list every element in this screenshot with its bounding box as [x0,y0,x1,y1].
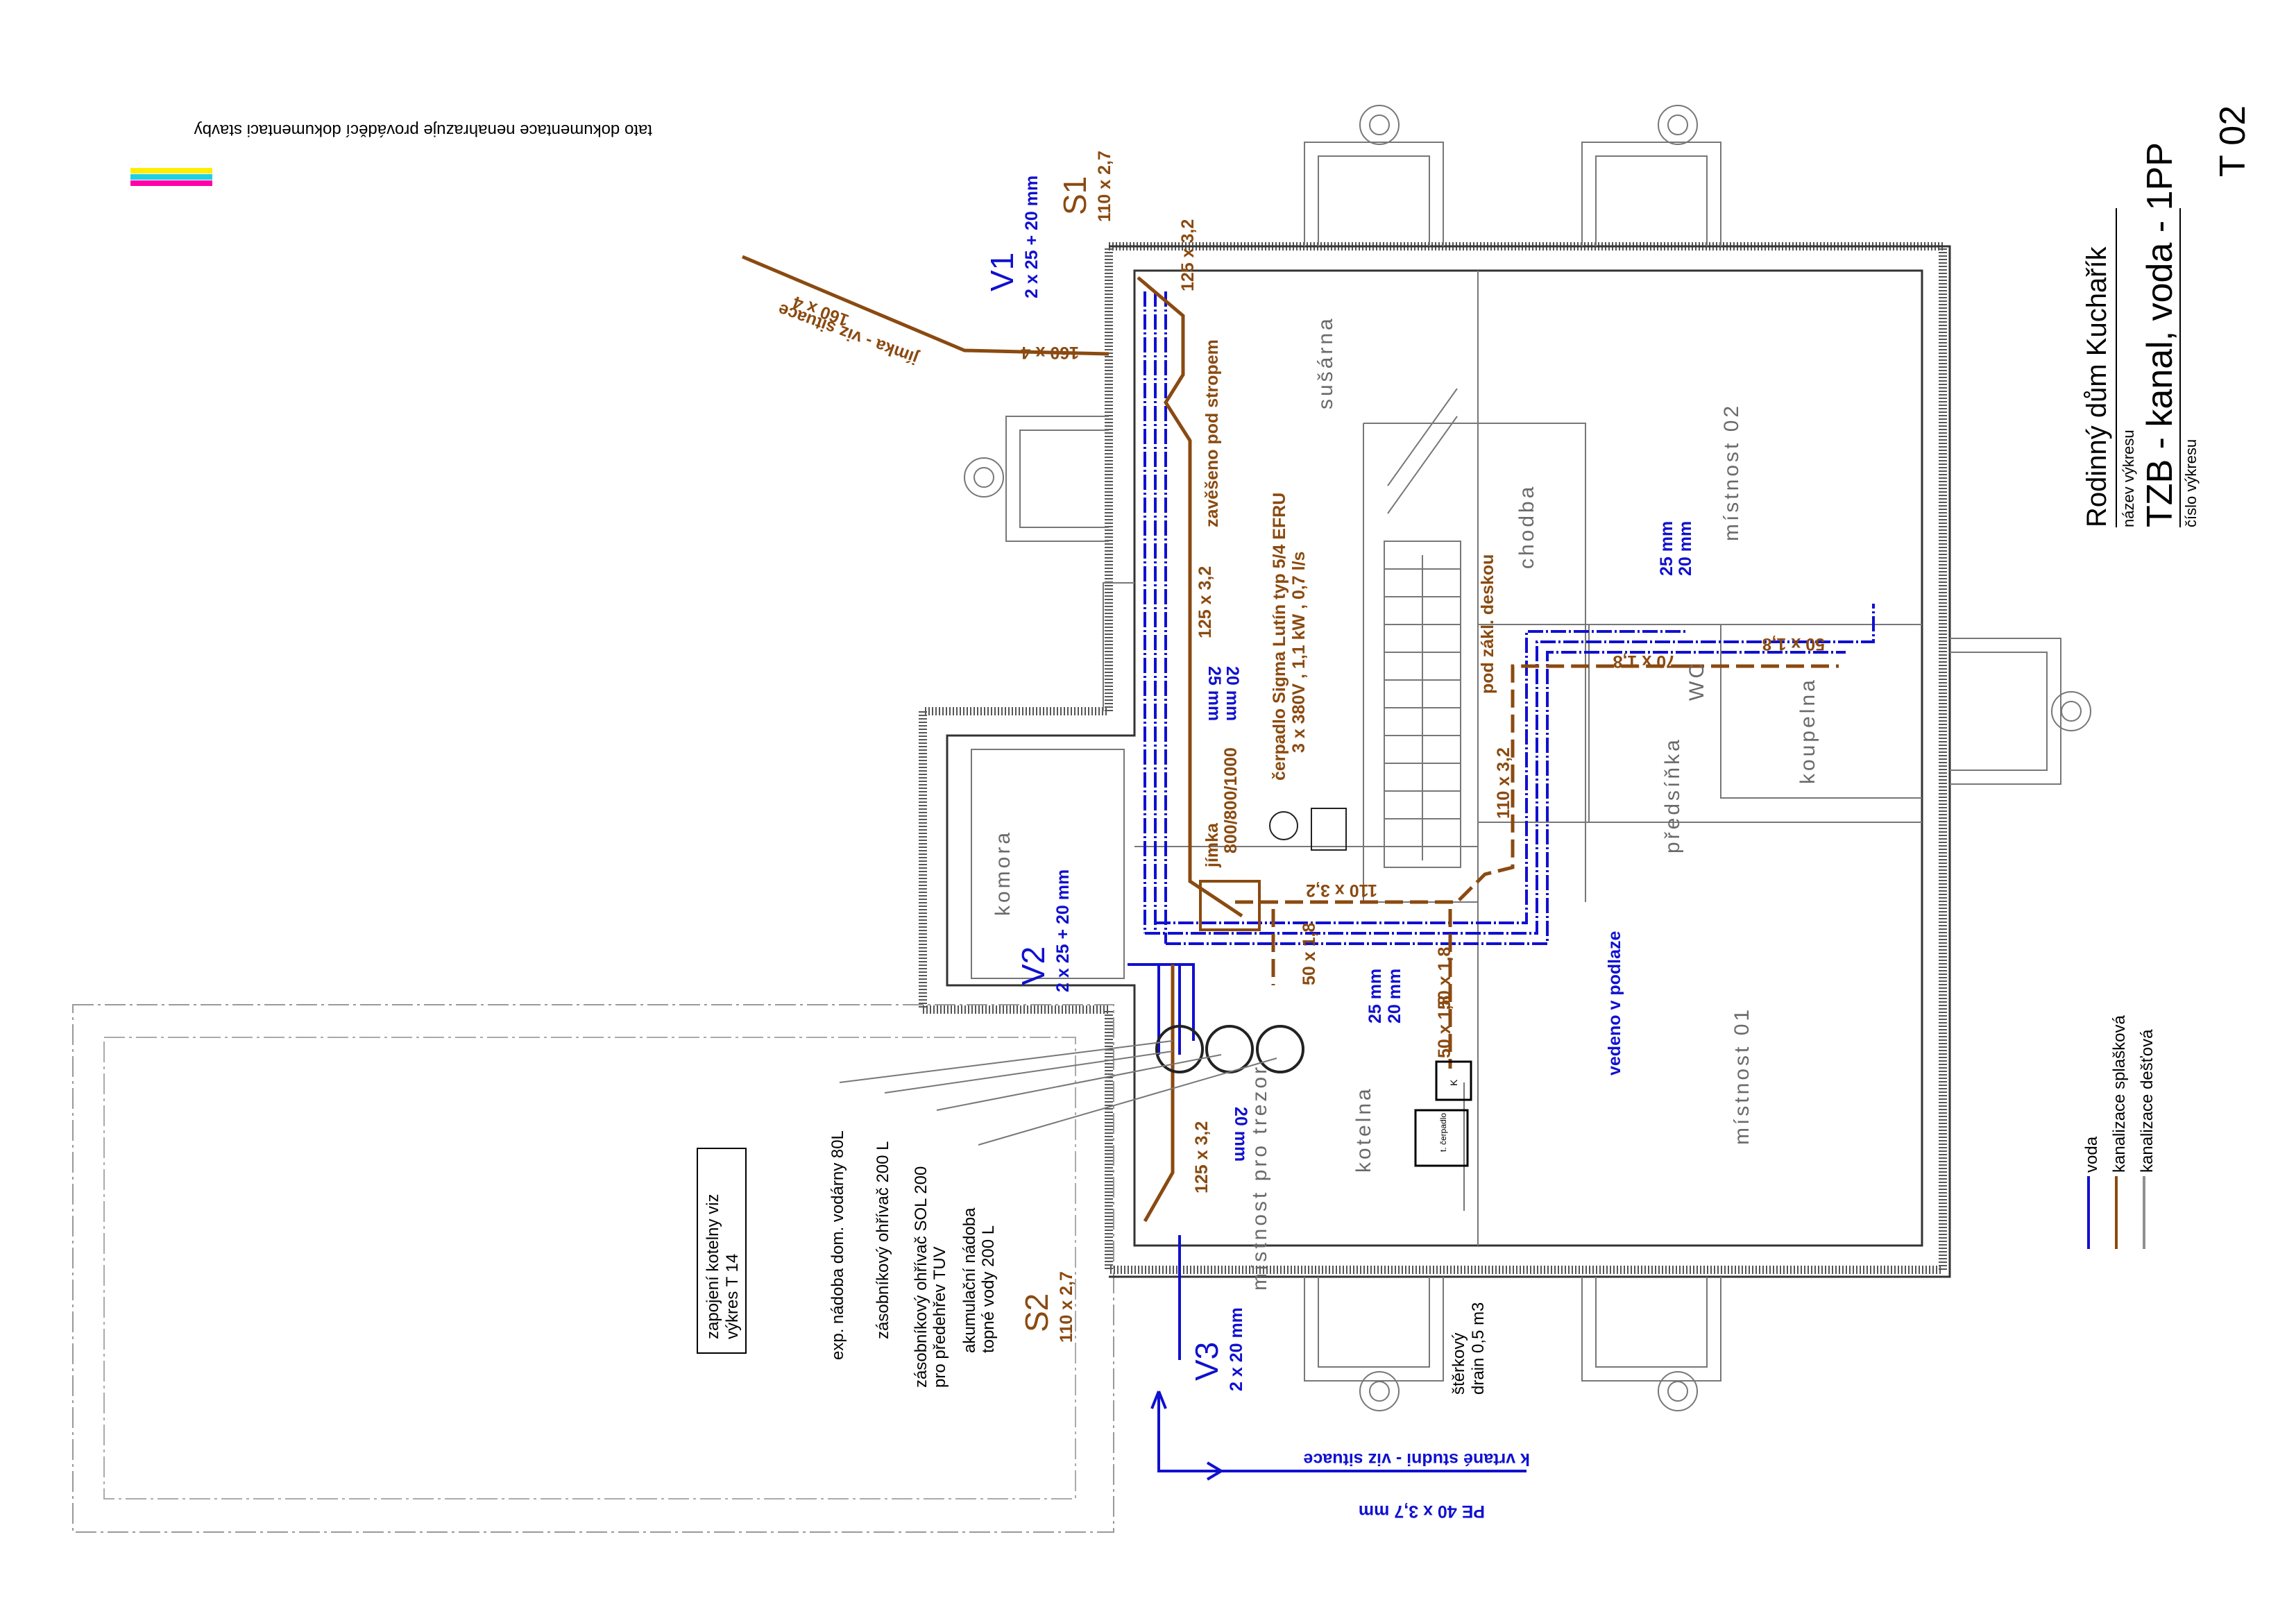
label-p125b: 125 x 3,2 [1196,566,1215,638]
label-vedeno: vedeno v podlaze [1605,931,1624,1076]
room-wc: WC [1685,661,1708,701]
riser-v3-spec: 2 x 20 mm [1227,1307,1246,1391]
riser-s1-spec: 110 x 2,7 [1095,151,1114,222]
color-strip [130,168,212,186]
equipment-callouts: exp. nádoba dom. vodárny 80L zásobníkový… [828,1040,1277,1388]
room-trezor: místnost pro trezor [1248,1064,1271,1291]
equip-exp: exp. nádoba dom. vodárny 80L [828,1130,847,1360]
pipe-labels: 160 x 4 jímka - viz situace 160 x 4 125 … [776,219,1825,1521]
label-jimka-dim: 800/800/1000 [1221,747,1241,853]
boiler-note-line2: výkres T 14 [723,1254,742,1339]
building-walls [919,242,1951,1278]
label-d25c: 25 mm [1657,521,1676,576]
label-p50c: 50 x 1,8 [1435,996,1454,1058]
disclaimer-text: tato dokumentace nenahrazuje prováděcí d… [194,121,652,139]
sewer-pipes [742,255,1839,1223]
label-jimka-situace: jímka - viz situace [776,300,921,368]
k-box [1435,1060,1472,1101]
label-d20a: 20 mm [1223,666,1242,721]
label-p110a: 110 x 3,2 [1494,747,1513,819]
label-drain-a: štěrkový [1449,1333,1468,1395]
label-p125c: 125 x 3,2 [1192,1121,1211,1193]
label-p50b: 50 x 1,8 [1435,947,1454,1010]
riser-s2-spec: 110 x 2,7 [1057,1271,1076,1343]
label-p70: 70 x 1,8 [1613,652,1676,671]
riser-v1-spec: 2 x 25 + 20 mm [1022,176,1041,298]
label-studna: k vrtané studni - viz situace [1303,1450,1530,1469]
label-d20b: 20 mm [1385,969,1404,1023]
riser-v2-name: V2 [1015,946,1051,985]
tree-symbols [964,105,2091,1411]
label-d20d: 20 mm [1231,1107,1250,1162]
label-zaveseno: zavěšeno pod stropem [1202,339,1222,527]
drawing-name: TZB - kanal, voda - 1PP [2140,142,2180,527]
label-p50d: 50 x 1,8 [1762,634,1825,654]
label-jimka: jímka [1202,822,1222,868]
equip-ohrivac: zásobníkový ohřívač 200 L [874,1141,892,1339]
room-mistnost02: místnost 02 [1720,403,1743,541]
label-p110b: 110 x 3,2 [1306,881,1377,900]
title-block: Rodinný dům Kuchařík název výkresu TZB -… [2082,105,2253,527]
legend-splaskova: kanalizace splašková [2110,1015,2129,1173]
room-komora: komora [992,830,1014,916]
room-kotelna: kotelna [1352,1086,1375,1173]
label-pe: PE 40 x 3,7 mm [1359,1502,1485,1521]
label-p125a: 125 x 3,2 [1178,219,1198,291]
label-d25a: 25 mm [1205,666,1224,721]
drawing-number-label: číslo výkresu [2182,439,2200,527]
label-pump-a: čerpadlo Sigma Lutín typ 5/4 EFRU [1270,493,1289,781]
riser-s2-name: S2 [1019,1293,1055,1332]
staircase [1384,388,1461,868]
room-koupelna: koupelna [1796,677,1819,784]
heat-pump-label: t. čerpadlo [1438,1113,1448,1152]
label-pod-zakl: pod zákl. deskou [1478,554,1497,694]
riser-v3-name: V3 [1189,1342,1225,1381]
label-drain-b: drain 0,5 m3 [1469,1302,1488,1395]
room-labels: sušárna místnost 02 chodba komora koupel… [992,316,1819,1291]
riser-labels: V1 2 x 25 + 20 mm S1 110 x 2,7 V2 2 x 25… [984,151,1246,1391]
label-p50a: 50 x 1,8 [1300,923,1319,985]
project-name: Rodinný dům Kuchařík [2082,246,2112,527]
room-chodba: chodba [1515,484,1538,569]
legend-destova: kanalizace dešťová [2138,1029,2157,1173]
boiler-area-outline [72,1004,1114,1533]
boiler-note-line1: zapojení kotelny viz [704,1194,722,1339]
equip-aku-a: akumulační nádoba [960,1207,979,1353]
boiler-note-box [697,1148,747,1354]
label-pump-b: 3 x 380V , 1,1 kW , 0,7 l/s [1289,552,1309,753]
water-pipes [1128,291,1875,1481]
boiler-area-inner [103,1037,1076,1499]
legend: voda kanalizace splašková kanalizace deš… [2082,1015,2157,1249]
equip-sol-b: pro předehřev TUV [930,1246,949,1388]
riser-v1-name: V1 [984,253,1020,291]
legend-voda: voda [2082,1136,2101,1173]
riser-s1-name: S1 [1057,176,1093,215]
drawing-name-label: název výkresu [2120,430,2137,527]
label-d25b: 25 mm [1366,969,1385,1023]
k-box-label: K [1448,1079,1459,1086]
riser-v2-spec: 2 x 25 + 20 mm [1053,869,1073,992]
room-predsinka: předsíňka [1661,737,1684,853]
equip-sol-a: zásobníkový ohřívač SOL 200 [912,1166,930,1388]
label-d20c: 20 mm [1676,521,1695,576]
equip-aku-b: topné vody 200 L [979,1225,998,1353]
drawing-number: T 02 [2213,105,2253,177]
room-susarna: sušárna [1314,316,1337,409]
room-mistnost01: místnost 01 [1730,1007,1753,1145]
heat-pump-box [1414,1109,1469,1167]
label-p160b: 160 x 4 [1021,343,1079,362]
